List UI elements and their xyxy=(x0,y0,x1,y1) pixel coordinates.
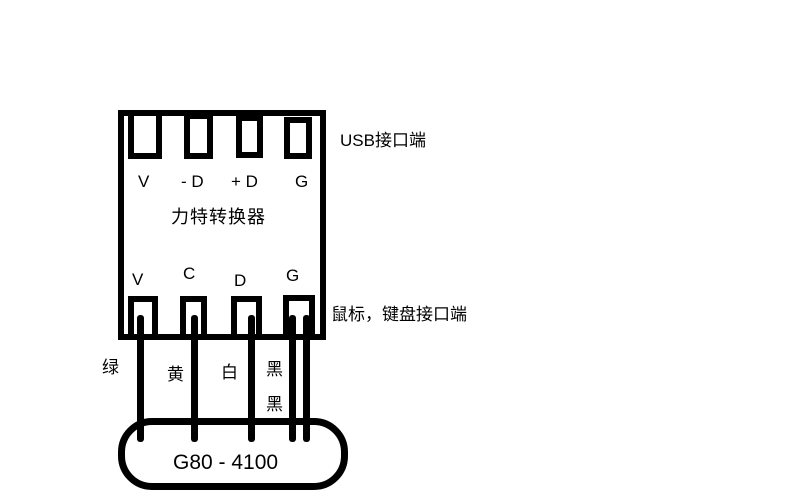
ps2-pin-label-g: G xyxy=(286,266,300,285)
device-box xyxy=(118,418,348,490)
usb-pin-slot-minus-d xyxy=(184,113,213,159)
usb-pin-slot-v xyxy=(128,110,162,159)
converter-name-label: 力特转换器 xyxy=(171,207,266,227)
usb-pin-label-v: V xyxy=(138,172,150,191)
wire-label-black-2: 黑 xyxy=(266,395,283,414)
usb-pin-label-g: G xyxy=(295,172,309,191)
usb-pin-label-minus-d: - D xyxy=(181,172,204,191)
wire-label-yellow: 黄 xyxy=(167,365,184,384)
usb-pin-label-plus-d: + D xyxy=(231,172,258,191)
wire-yellow xyxy=(191,315,198,442)
wire-black-1 xyxy=(289,315,296,442)
wire-black-2 xyxy=(303,315,310,442)
wire-white xyxy=(248,315,255,442)
device-model-label: G80 - 4100 xyxy=(173,451,279,474)
ps2-side-label: 鼠标，键盘接口端 xyxy=(331,305,467,324)
ps2-pin-slot-g xyxy=(283,295,315,340)
wire-label-white: 白 xyxy=(221,363,238,382)
ps2-pin-label-d: D xyxy=(234,271,247,290)
ps2-pin-label-v: V xyxy=(132,270,144,289)
ps2-pin-label-c: C xyxy=(183,264,196,283)
ps2-pin-slot-d xyxy=(231,296,262,340)
wire-label-green: 绿 xyxy=(102,358,119,377)
usb-side-label: USB接口端 xyxy=(340,131,426,150)
usb-pin-slot-g xyxy=(284,117,312,159)
wire-label-black-1: 黑 xyxy=(266,360,283,379)
usb-pin-slot-plus-d xyxy=(236,115,263,158)
wire-green xyxy=(137,315,144,442)
